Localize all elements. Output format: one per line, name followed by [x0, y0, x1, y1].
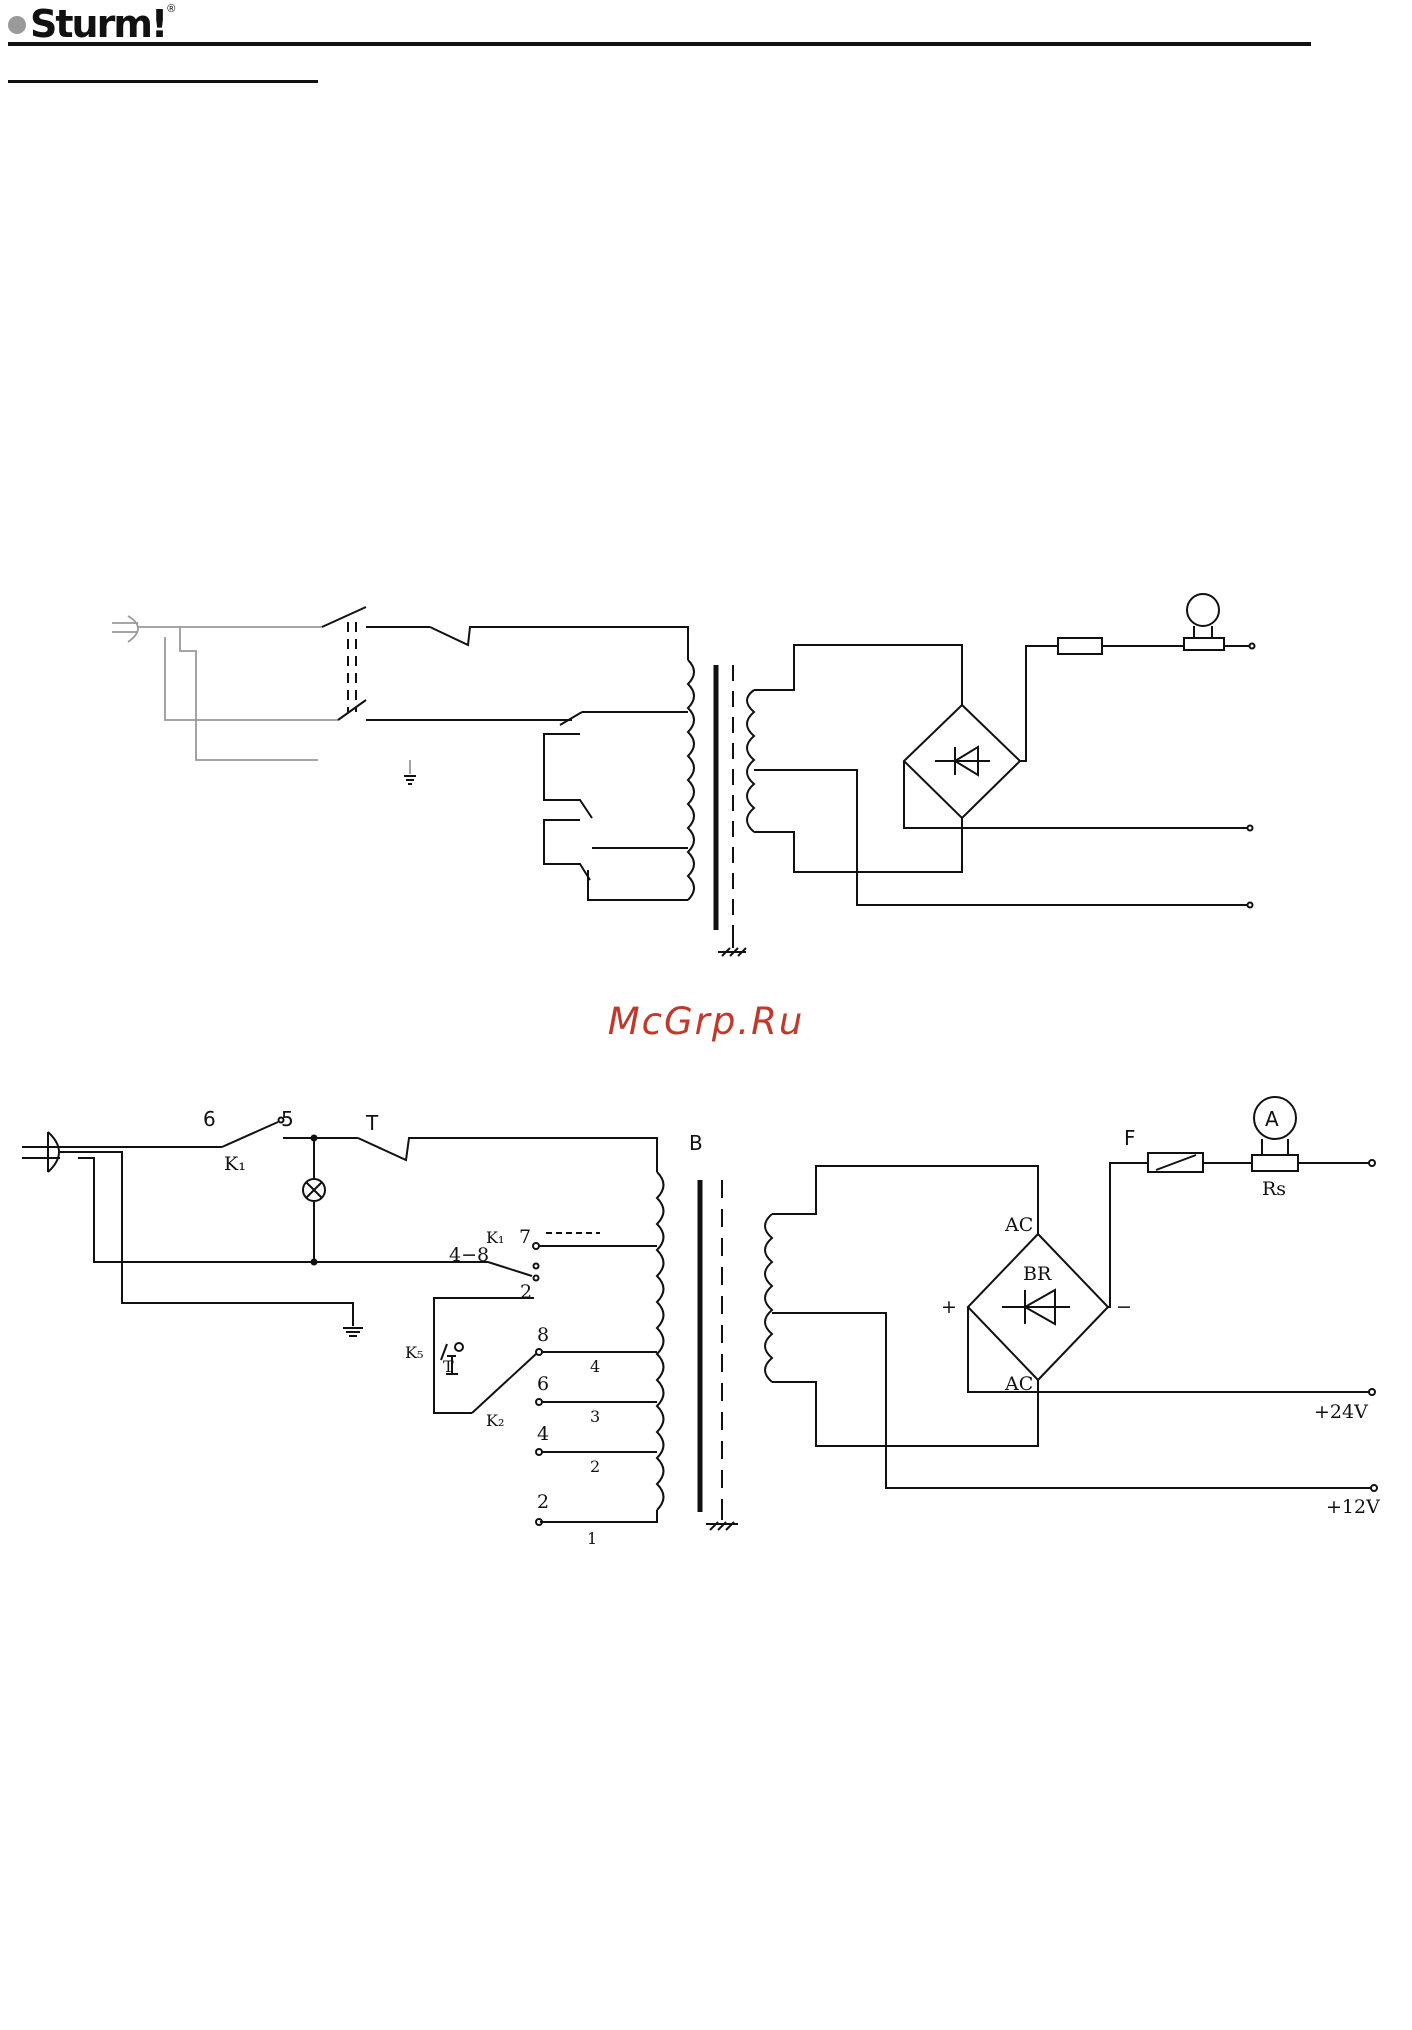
label-thermostat: T	[365, 1111, 379, 1135]
label-k1-pin-6: 6	[203, 1107, 216, 1131]
label-ac-top: AC	[1004, 1214, 1033, 1236]
bridge-rectifier-BR	[968, 1234, 1108, 1380]
label-winding-3: 3	[590, 1407, 600, 1426]
label-fuse: F	[1124, 1126, 1136, 1150]
label-out-24v: +24V	[1314, 1401, 1368, 1423]
label-winding-2: 2	[590, 1457, 600, 1476]
label-k2: K₂	[486, 1411, 504, 1430]
label-transformer: B	[689, 1131, 703, 1155]
fuse-F	[1148, 1153, 1203, 1172]
label-k1: K₁	[224, 1153, 246, 1175]
label-k5: K₅	[405, 1343, 423, 1362]
label-k5-t: T	[443, 1357, 454, 1376]
label-minus: −	[1116, 1296, 1132, 1318]
label-tap-4: 4	[537, 1423, 549, 1445]
label-k1-range: 4−8	[449, 1244, 489, 1266]
label-winding-1: 1	[587, 1529, 597, 1548]
label-tap-6: 6	[537, 1373, 549, 1395]
label-winding-4: 4	[590, 1357, 600, 1376]
label-tap-2: 2	[537, 1491, 549, 1513]
label-tap-2-upper: 2	[520, 1281, 532, 1303]
label-tap-7: 7	[519, 1226, 531, 1248]
label-br: BR	[1023, 1263, 1052, 1285]
label-shunt: Rs	[1262, 1178, 1286, 1200]
label-out-12v: +12V	[1326, 1496, 1380, 1518]
label-plus: +	[941, 1296, 957, 1318]
label-k1-pin-5: 5	[281, 1107, 294, 1131]
label-ammeter: A	[1265, 1107, 1279, 1131]
indicator-lamp-icon	[303, 1179, 325, 1201]
mains-plug-icon-lower	[22, 1132, 60, 1172]
label-ac-bottom: AC	[1004, 1373, 1033, 1395]
label-tap-8: 8	[537, 1324, 549, 1346]
